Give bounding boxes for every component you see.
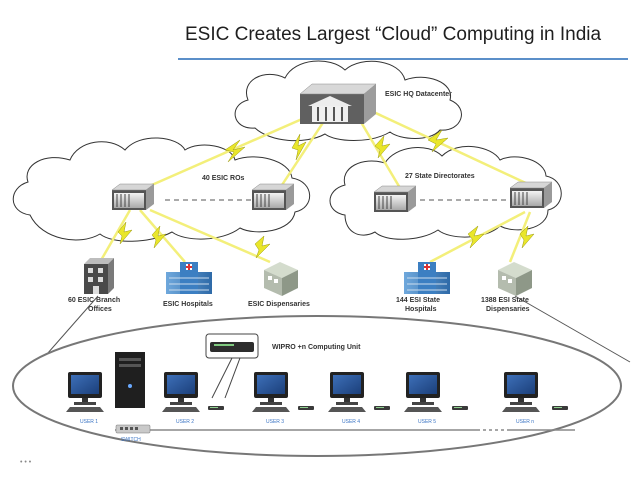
lightning-icon — [374, 135, 391, 159]
lightning-icon — [467, 225, 485, 249]
branch-offices-label-2: Offices — [88, 306, 112, 313]
n-computing-unit-icon — [208, 406, 224, 410]
footer-text: • • • — [20, 459, 32, 466]
n-computing-unit-icon — [298, 406, 314, 410]
lightning-icon — [291, 133, 307, 161]
user-label: USER n — [516, 419, 534, 425]
state-dispensaries-label-2: Dispensaries — [486, 306, 530, 313]
hq-datacenter-icon — [299, 83, 377, 124]
ro-server-icon — [111, 183, 155, 211]
state-dispensaries-label-1: 1388 ESI State — [481, 297, 529, 304]
n-computing-unit-icon — [552, 406, 568, 410]
user-label: USER 3 — [266, 419, 284, 425]
lightning-icon — [254, 235, 271, 259]
clinic-icon — [498, 262, 532, 296]
lightning-icon — [151, 225, 167, 249]
user-label: USER 4 — [342, 419, 360, 425]
user-label: USER 2 — [176, 419, 194, 425]
n-computing-unit-icon — [452, 406, 468, 410]
user-label: USER 1 — [80, 419, 98, 425]
hospital-icon — [404, 262, 450, 294]
user-label: USER 5 — [418, 419, 436, 425]
clinic-icon — [264, 262, 298, 296]
state-hospitals-label-1: 144 ESI State — [396, 297, 440, 304]
hospitals-label: ESIC Hospitals — [163, 301, 213, 308]
dispensaries-label: ESIC Dispensaries — [248, 301, 310, 308]
switch-label: SWITCH — [121, 437, 141, 443]
lightning-icon — [117, 221, 133, 245]
state-hospitals-label-2: Hospitals — [405, 306, 437, 313]
hospital-icon — [166, 262, 212, 294]
computing-unit-label: WIPRO +n Computing Unit — [272, 344, 361, 351]
branch-link-line — [39, 295, 99, 363]
host-pc-tower-icon — [115, 352, 145, 408]
ro-cloud-label: 40 ESIC ROs — [202, 175, 245, 182]
office-building-icon — [84, 258, 114, 294]
directorate-server-icon — [373, 185, 417, 213]
lightning-icon — [427, 129, 449, 153]
title-underline — [178, 58, 628, 60]
computing-unit-icon — [210, 342, 254, 352]
network-switch-icon — [115, 424, 151, 434]
ro-server-icon — [251, 183, 295, 211]
lightning-icon — [224, 139, 246, 163]
slide-title: ESIC Creates Largest “Cloud” Computing i… — [185, 24, 602, 45]
dispensary-link-line — [514, 295, 631, 363]
lightning-icon — [519, 225, 535, 249]
directorate-server-icon — [509, 181, 553, 209]
hq-label: ESIC HQ Datacenter — [385, 91, 452, 98]
lan-ellipse — [12, 315, 622, 457]
directorate-cloud-label: 27 State Directorates — [405, 173, 475, 180]
n-computing-unit-icon — [374, 406, 390, 410]
